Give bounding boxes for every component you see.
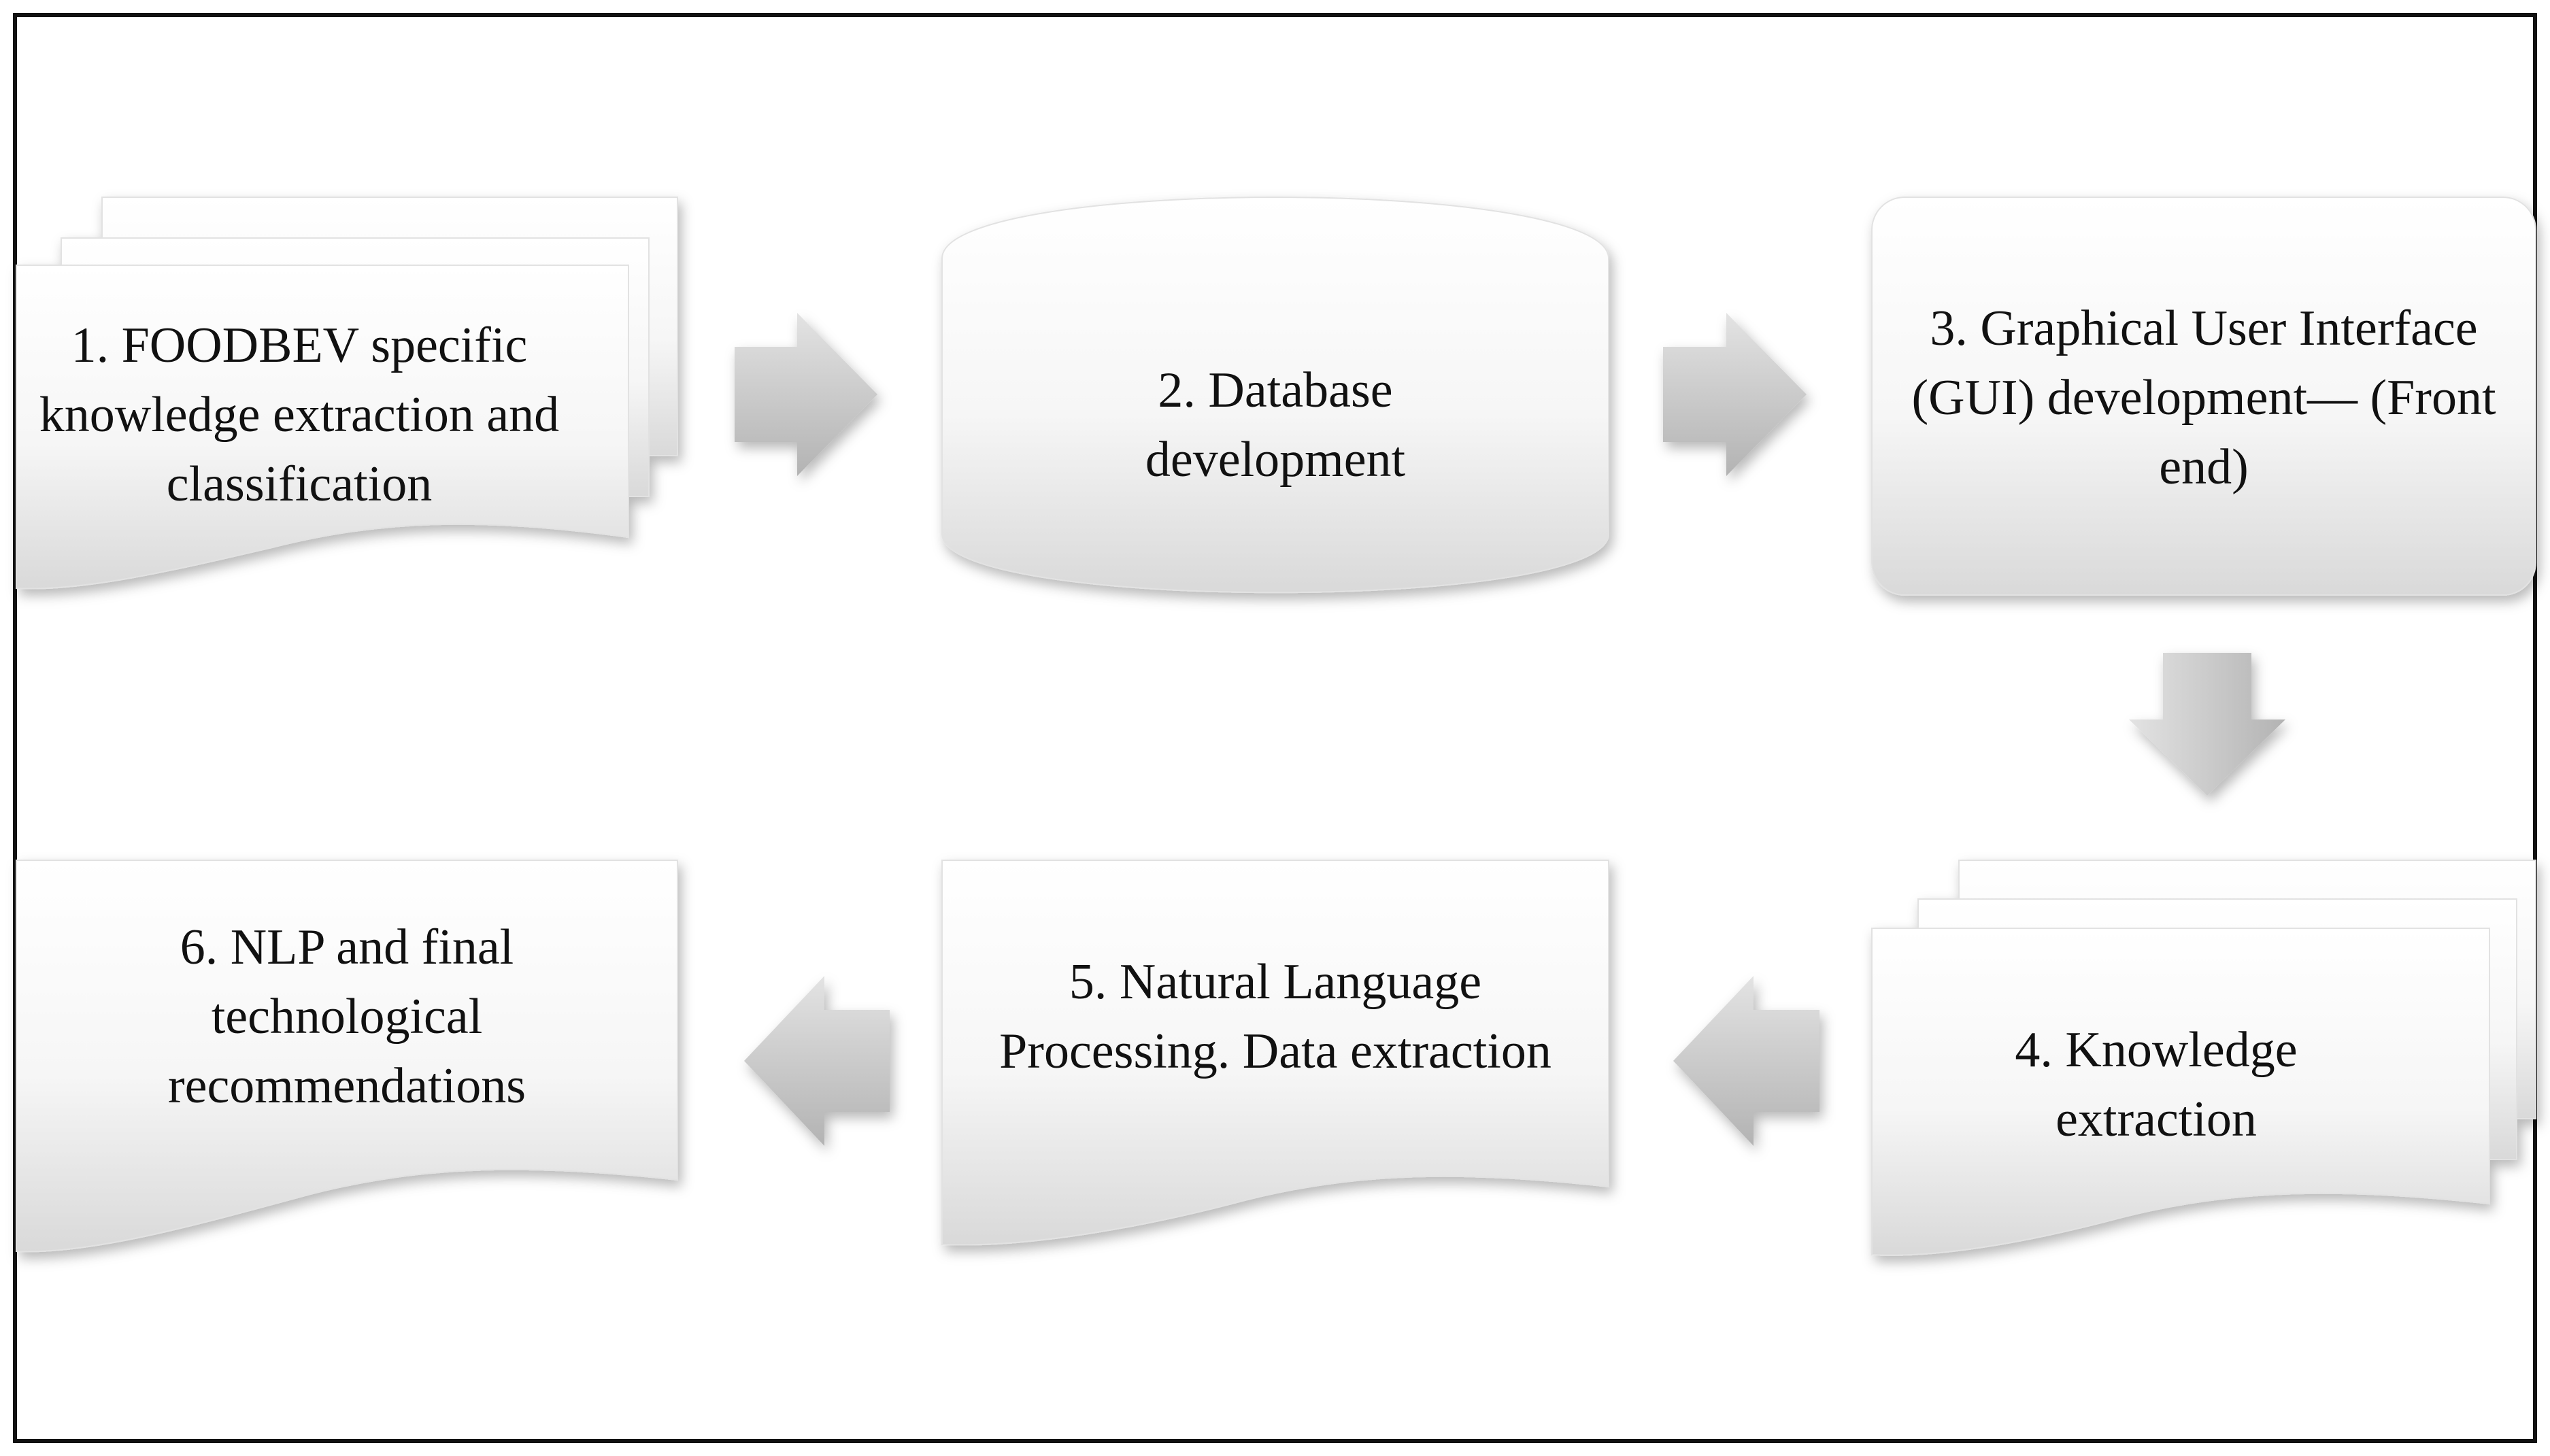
step-4-shape: [1871, 860, 2536, 1256]
diagram-border: [13, 13, 2537, 1443]
arrow-step4-to-step5: [1673, 976, 1819, 1146]
step-5-shape: [941, 860, 1609, 1246]
step-2-shape: [941, 197, 1609, 594]
arrow-step3-to-step4: [2129, 653, 2285, 796]
step-5-label: 5. Natural Language Processing. Data ext…: [999, 954, 1551, 1079]
step-1-shape: [16, 197, 678, 590]
step-1-label: 1. FOODBEV specific knowledge extraction…: [39, 318, 560, 512]
arrow-step5-to-step6: [744, 976, 890, 1146]
step-6-label: 6. NLP and final technological recommend…: [167, 919, 526, 1114]
step-6-shape: [16, 860, 678, 1253]
step-3-label: 3. Graphical User Interface (GUI) develo…: [1911, 301, 2496, 495]
arrow-step1-to-step2: [735, 313, 877, 476]
step-2-label: 2. Database development: [1145, 362, 1406, 488]
step-4-label: 4. Knowledge extraction: [2015, 1022, 2298, 1147]
step-3-shape: [1871, 197, 2536, 596]
arrow-step2-to-step3: [1663, 313, 1807, 476]
